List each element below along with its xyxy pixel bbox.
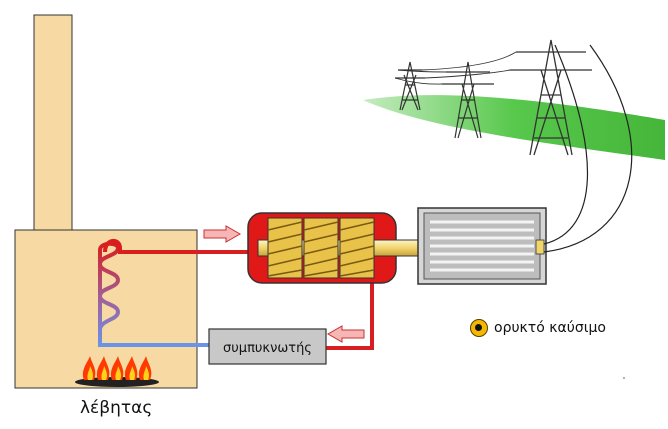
condenser [208, 328, 327, 365]
power-line [543, 44, 633, 253]
turbine-blades [267, 217, 375, 279]
legend-label: ορυκτό καύσιμο [494, 320, 606, 336]
return-pipe [325, 282, 374, 350]
boiler-label: λέβητας [80, 398, 153, 418]
steam-pipe-to-turbine [103, 239, 248, 254]
burner-flames [75, 356, 159, 387]
transmission-tower-icon [510, 39, 592, 156]
turbine [247, 212, 429, 284]
grass-hill [363, 95, 665, 160]
condenser-label: συμπυκνωτής [223, 341, 312, 356]
transmission-tower-icon [442, 61, 494, 139]
transmission-tower-icon [395, 61, 425, 111]
legend: ορυκτό καύσιμο [470, 319, 606, 337]
flow-arrow-icon [326, 325, 365, 343]
power-line [543, 44, 588, 245]
flow-arrow-icon [203, 225, 242, 243]
tower-wires [394, 51, 517, 85]
fossil-fuel-dot-icon [470, 319, 488, 337]
boiler-coil [97, 241, 212, 347]
generator [417, 207, 547, 285]
chimney [33, 14, 73, 232]
